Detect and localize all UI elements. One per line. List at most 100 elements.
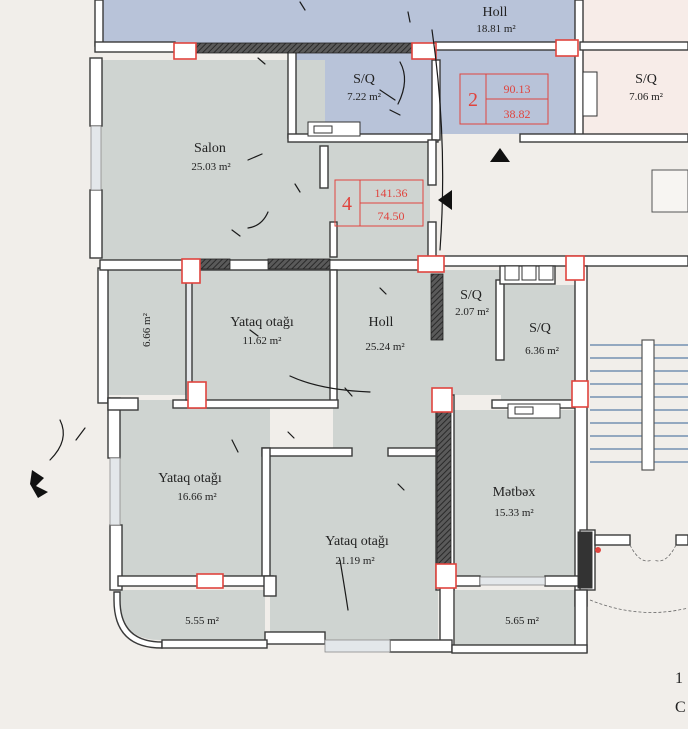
side-text-2: C [675, 699, 686, 716]
area-balcony-right: 5.65 m² [505, 615, 540, 627]
column-marker [187, 381, 207, 409]
column-marker [571, 380, 589, 408]
ink-blot [30, 470, 48, 498]
label-yataq-3: Yataq otağı [325, 534, 389, 549]
room-sq-small [441, 270, 501, 395]
wall [451, 644, 588, 654]
arrow-up-icon [490, 148, 510, 162]
window [479, 576, 546, 586]
room-yataq-2 [120, 400, 270, 578]
wall [89, 189, 103, 259]
label-yataq-2: Yataq otağı [158, 471, 222, 486]
area-sq-top: 7.22 m² [347, 91, 382, 103]
wall [435, 255, 688, 267]
window [90, 125, 102, 191]
sink-basin [313, 125, 333, 134]
room-holl-top [100, 0, 575, 44]
staircase [590, 339, 688, 471]
window-frame [582, 71, 598, 117]
area-sq-small: 2.07 m² [455, 306, 490, 318]
wall [519, 133, 688, 143]
wall [427, 139, 437, 186]
room-metbex [450, 410, 578, 580]
area-yataq-2: 16.66 m² [177, 491, 217, 503]
room-holl-mid [333, 270, 441, 450]
sink-fixture [307, 121, 361, 137]
fixtures [307, 71, 688, 589]
wall [389, 639, 453, 653]
column-marker [196, 573, 224, 589]
area-sq-mid: 6.36 m² [525, 345, 560, 357]
room-yataq-3 [270, 450, 438, 640]
wall [675, 534, 688, 546]
area-vertical-label: 6.66 m² [141, 312, 153, 347]
wall [261, 447, 353, 457]
wall [579, 41, 688, 51]
label-holl-mid: Holl [369, 315, 394, 330]
wall [387, 447, 439, 457]
column-marker [435, 563, 457, 589]
hatched-wall [267, 258, 331, 270]
wall [495, 279, 505, 361]
apartment-tag-2 [459, 73, 549, 125]
wall [329, 221, 338, 258]
wall [594, 534, 631, 546]
wall [261, 447, 271, 579]
wall [544, 575, 581, 587]
wall [172, 399, 339, 409]
column-dark [577, 531, 593, 589]
area-salon: 25.03 m² [191, 161, 231, 173]
red-dot [595, 547, 601, 553]
label-metbex: Mətbəx [493, 485, 536, 500]
label-sq-mid: S/Q [529, 321, 551, 336]
window [324, 639, 391, 653]
column-marker [173, 42, 197, 60]
label-salon: Salon [194, 141, 226, 156]
fixture-box [521, 265, 537, 281]
room-fills [100, 0, 580, 650]
area-holl-top: 18.81 m² [476, 23, 516, 35]
label-sq-top: S/Q [353, 72, 375, 87]
room-corridor [325, 140, 430, 260]
apt-total-area: 141.36 [375, 186, 408, 200]
wall [319, 145, 329, 189]
sink-fixture [507, 403, 561, 419]
column-marker [417, 255, 445, 273]
hatched-wall [430, 273, 444, 341]
wall [574, 589, 588, 653]
apartment-tag-4 [334, 179, 424, 227]
wall [263, 575, 277, 597]
wall [574, 0, 584, 141]
shaft [651, 169, 688, 213]
column-marker [565, 255, 585, 281]
wall [94, 0, 104, 47]
windows [90, 125, 546, 653]
wall [161, 639, 268, 649]
column-markers [173, 39, 589, 589]
room-small-left [108, 270, 198, 395]
wall [287, 49, 297, 139]
wall [94, 41, 176, 53]
label-yataq-1: Yataq otağı [230, 315, 294, 330]
wall [89, 57, 103, 127]
fixture-box [504, 265, 520, 281]
apt-number: 4 [342, 193, 352, 215]
door-arcs [589, 544, 688, 613]
hatched-wall [199, 258, 231, 270]
column-marker [411, 42, 437, 60]
wall [117, 575, 274, 587]
hatched-wall [436, 411, 452, 568]
apt-total-area: 90.13 [504, 82, 531, 96]
column-marker [431, 387, 453, 413]
wall [434, 41, 561, 51]
apt-living-area: 38.82 [504, 107, 531, 121]
wall [431, 59, 441, 141]
area-metbex: 15.33 m² [494, 507, 534, 519]
room-balcony-left [120, 590, 265, 640]
side-text-1: 1 [675, 670, 683, 687]
pen-scribbles [49, 1, 444, 611]
apt-number: 2 [468, 89, 478, 111]
area-sq-top-right: 7.06 m² [629, 91, 664, 103]
wall [97, 267, 109, 404]
